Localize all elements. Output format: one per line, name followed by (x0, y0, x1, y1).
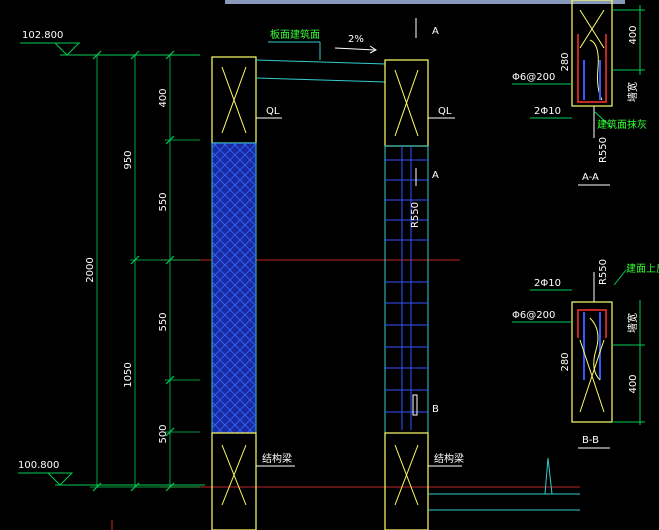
bb-dim-400: 400 (628, 374, 639, 393)
right-column: R550 (384, 59, 429, 530)
bb-dim-280: 280 (560, 352, 571, 371)
dim-total: 2000 (85, 257, 96, 282)
dim-550a: 550 (158, 192, 169, 211)
slab-top (255, 59, 386, 83)
aa-wall: 墙宽 (626, 82, 639, 102)
marker-a-mid: A (432, 170, 439, 181)
section-bb: 墙宽 400 280 2Φ10 Φ6@200 R550 建面上反梁 B-B (512, 259, 659, 449)
ql-right: QL (438, 106, 452, 117)
bb-title: B-B (582, 435, 599, 446)
dim-upper: 950 (123, 150, 134, 169)
bb-wall: 墙宽 (626, 313, 639, 333)
bb-r550: R550 (598, 259, 609, 285)
aa-dim-280: 280 (560, 52, 571, 71)
dimension-texts: 2000 950 1050 400 550 550 500 (85, 88, 169, 443)
struct-labels: 结构梁 结构梁 (256, 452, 464, 467)
aa-note: 建筑面抹灰 (597, 118, 647, 131)
dimension-ticks (92, 50, 175, 492)
lower-right-lines (428, 457, 580, 511)
dim-400: 400 (158, 88, 169, 107)
bb-stirrup: Φ6@200 (512, 310, 555, 321)
bb-note: 建面上反梁 (626, 262, 659, 275)
r550-label: R550 (410, 202, 421, 228)
center-lines (111, 259, 580, 530)
slab-top-label: 板面建筑面 (270, 28, 320, 41)
bb-bars: 2Φ10 (534, 278, 561, 289)
aa-title: A-A (582, 172, 599, 183)
section-markers: A A B (415, 18, 439, 415)
aa-r550: R550 (598, 137, 609, 163)
dim-500: 500 (158, 424, 169, 443)
struct-left: 结构梁 (262, 452, 292, 465)
marker-a-top: A (432, 26, 439, 37)
elevation-bottom: 100.800 (18, 460, 205, 486)
window-top-strip (225, 0, 625, 4)
aa-bars: 2Φ10 (534, 106, 561, 117)
dim-lower: 1050 (123, 362, 134, 387)
dim-550b: 550 (158, 312, 169, 331)
struct-right: 结构梁 (434, 452, 464, 465)
slope-label: 2% (348, 34, 364, 45)
ql-left: QL (266, 106, 280, 117)
aa-dim-400: 400 (628, 25, 639, 44)
section-aa: 400 280 墙宽 Φ6@200 2Φ10 R550 建筑面抹灰 A-A (512, 0, 647, 186)
left-column (211, 56, 257, 530)
slope-note: 板面建筑面 2% (268, 28, 377, 60)
elevation-top-label: 102.800 (22, 30, 63, 41)
ql-labels: QL QL (256, 106, 455, 119)
elevation-bottom-label: 100.800 (18, 460, 59, 471)
aa-stirrup: Φ6@200 (512, 72, 555, 83)
marker-b: B (432, 404, 439, 415)
dimension-chains (90, 54, 200, 488)
